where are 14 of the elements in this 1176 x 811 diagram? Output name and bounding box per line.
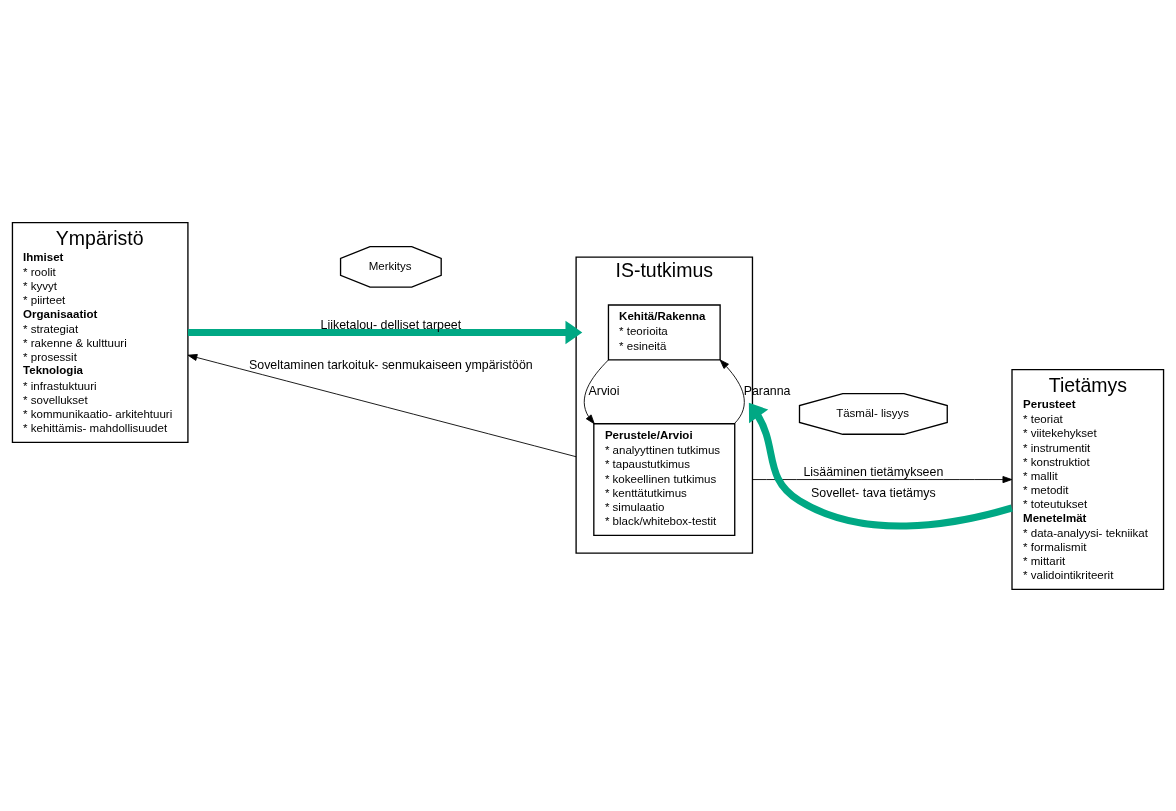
node-box: Kehitä/Rakenna * teorioita * esineitä (607, 303, 721, 361)
arrow (719, 358, 745, 424)
arrow (752, 475, 1013, 483)
node-box: Tietämys Perusteet * teoriat * viitekehykset * instrumentit * konstruktiot * mallit * metodit * toteutukset Menetelmät * data-analyysi- tekniikat * formalismit * mittarit * validointikriteerit (1011, 368, 1165, 590)
edge-label: Soveltaminen tarkoituk- senmukaiseen ympäristöön (249, 357, 533, 372)
edge-label: Sovellet- tava tietämys (811, 485, 936, 500)
node-box: Perustele/Arvioi * analyyttinen tutkimus * tapaustutkimus * kokeellinen tutkimus * kenttätutkimus * simulaatio * black/whitebox-testit (593, 422, 736, 536)
edge-label: Liiketalou- delliset tarpeet (320, 317, 462, 332)
edge-label: Lisääminen tietämykseen (803, 464, 944, 479)
arrow (583, 358, 609, 424)
edge-label: Arvioi (588, 383, 620, 398)
node-box: Ympäristö Ihmiset * roolit * kyvyt * piirteet Organisaatiot * strategiat * rakenne & kulttuuri * prosessit Teknologia * infrastuktuuri * sovellukset * kommunikaatio- arkitehtuuri * kehittämis- mahdollisuudet (11, 221, 189, 443)
arrow (748, 402, 1013, 529)
arrow (187, 353, 577, 457)
